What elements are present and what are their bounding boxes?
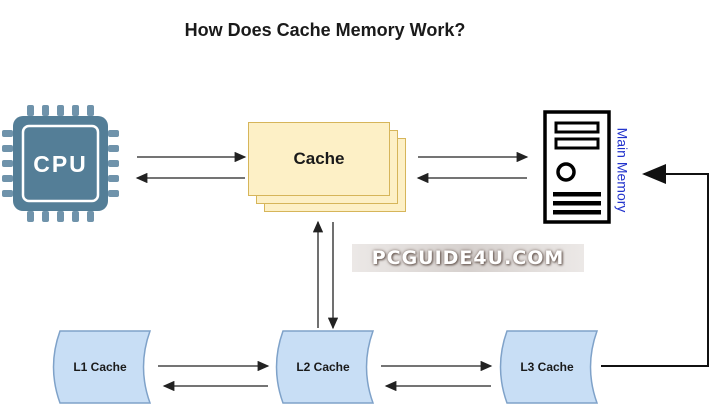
cache-label: Cache — [293, 149, 345, 168]
server-tower-icon — [543, 110, 611, 224]
cache-block: Cache — [248, 122, 408, 214]
l3-cache-label: L3 Cache — [520, 360, 574, 374]
l1-cache-label: L1 Cache — [73, 360, 127, 374]
watermark: PCGUIDE4U.COM — [352, 244, 584, 272]
l2-cache-shape — [275, 330, 375, 404]
cpu-icon: CPU — [2, 105, 119, 222]
diagram-title: How Does Cache Memory Work? — [184, 20, 466, 40]
main-memory-label: Main Memory — [614, 127, 631, 213]
cpu-label: CPU — [33, 151, 88, 177]
l3-cache-shape — [499, 330, 599, 404]
arrow-l3-to-memory — [601, 164, 709, 367]
cache-card-front: Cache — [248, 122, 390, 196]
l2-cache-label: L2 Cache — [296, 360, 350, 374]
l1-cache-shape — [52, 330, 152, 404]
main-memory-label-wrap: Main Memory — [612, 114, 632, 226]
